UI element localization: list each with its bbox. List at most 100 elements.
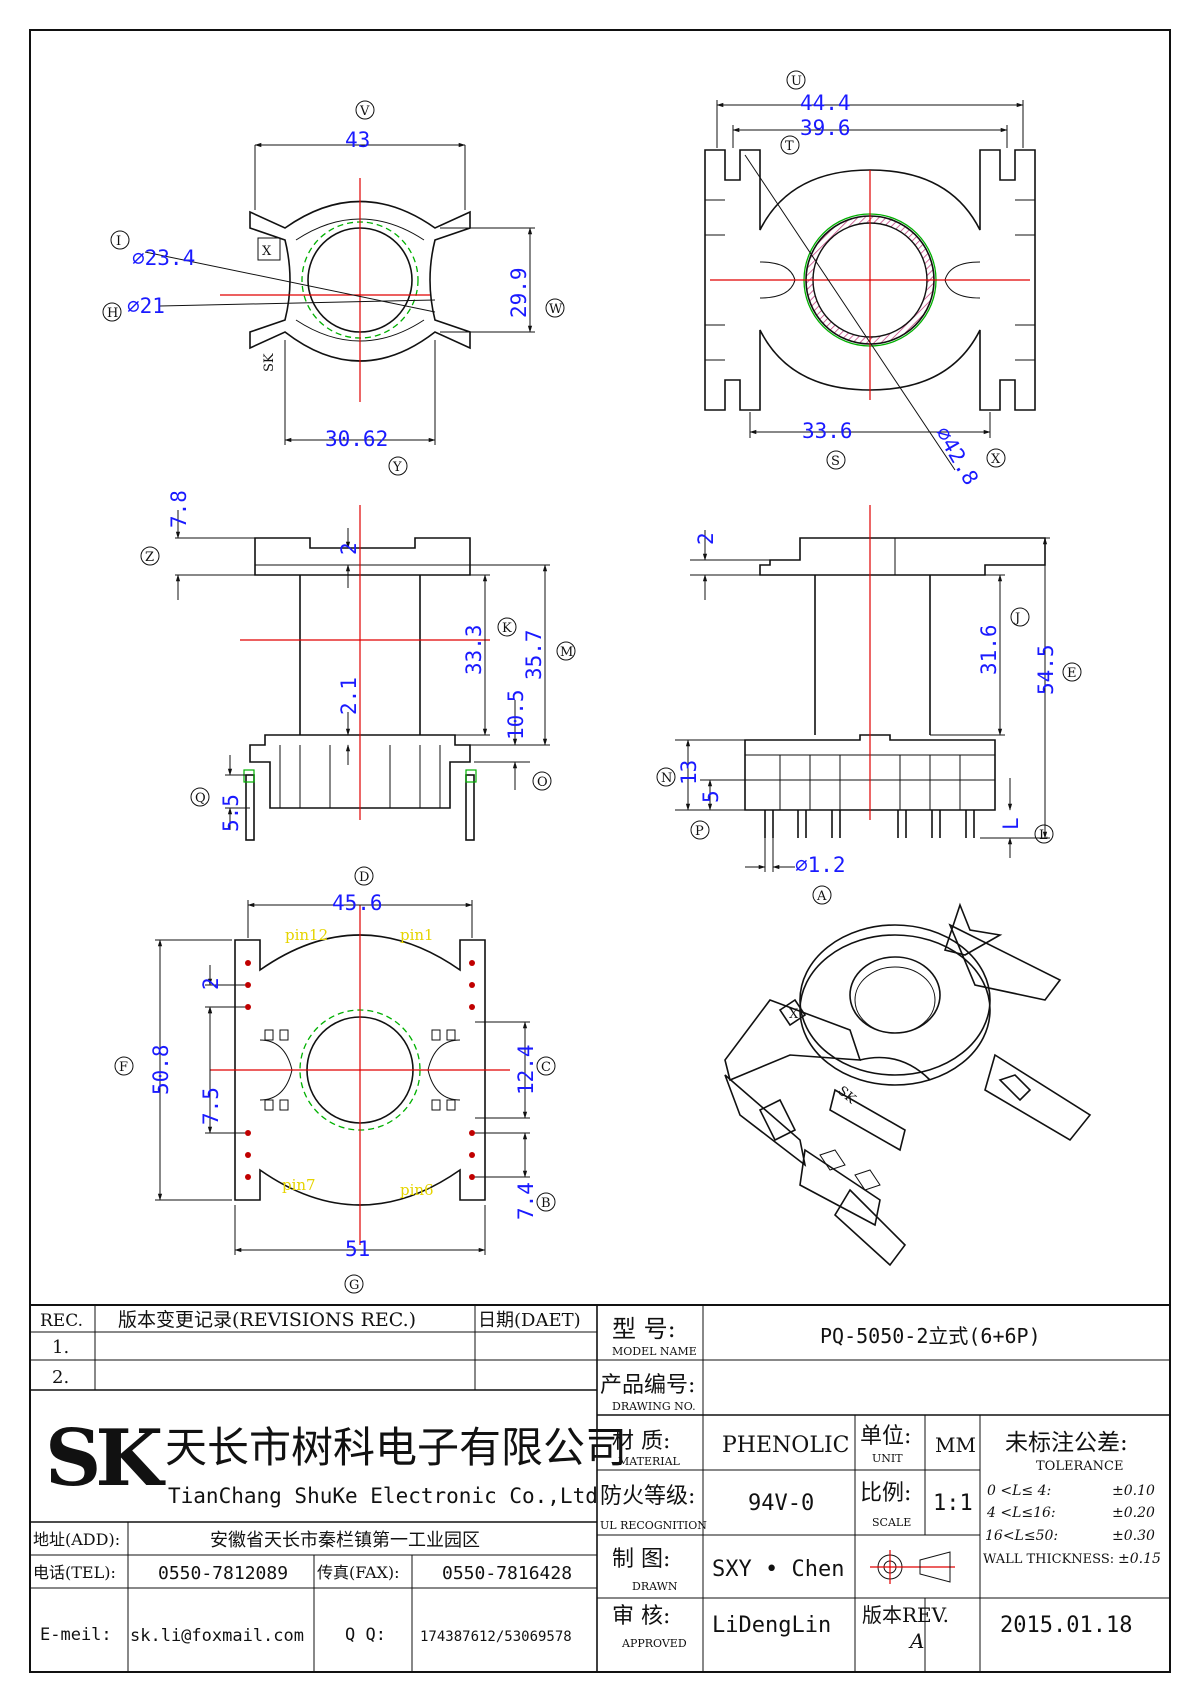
marker-j: J [1013, 611, 1020, 626]
dim-2-pitch: 2 [199, 977, 223, 990]
marker-x: X [991, 452, 1001, 467]
dim-35-7: 35.7 [522, 629, 546, 680]
model-label-cn: 型 号: [612, 1315, 676, 1343]
material-label-cn: 材 质: [612, 1429, 670, 1454]
tel-label: 电话(TEL): [33, 1563, 116, 1582]
marker-c: C [541, 1060, 551, 1075]
drawn-label-cn: 制 图: [612, 1547, 670, 1572]
marker-y: Y [392, 460, 402, 475]
scale-label-en: SCALE [872, 1516, 911, 1529]
dim-10-5: 10.5 [504, 689, 528, 740]
dim-5-5: 5.5 [219, 794, 243, 832]
projection-symbol-icon [870, 1550, 955, 1584]
top-view-right: 44.4 U 39.6 T 33.6 S ⌀42.8 X [704, 70, 1036, 490]
dim-2-1: 2.1 [337, 677, 361, 715]
pin12-label: pin12 [285, 926, 328, 944]
svg-text:SK: SK [45, 1413, 166, 1504]
dim-7-5: 7.5 [199, 1087, 223, 1125]
pin1-label: pin1 [400, 926, 434, 944]
company-name-cn: 天长市树科电子有限公司 [165, 1423, 627, 1472]
dim-7-8: 7.8 [167, 490, 191, 528]
dim-30-62: 30.62 [325, 427, 388, 451]
material-value: PHENOLIC [722, 1433, 849, 1458]
dim-7-4: 7.4 [514, 1182, 538, 1220]
marker-s: S [831, 454, 840, 469]
drawing-label-en: DRAWING NO. [612, 1400, 696, 1413]
tol-value-2: ±0.20 [1112, 1505, 1155, 1521]
company-name-en: TianChang ShuKe Electronic Co.,Ltd [168, 1484, 598, 1508]
tol-value-4: ±0.15 [1118, 1551, 1161, 1567]
dim-2-flange: 2 [337, 542, 361, 555]
marker-e: E [1067, 666, 1077, 681]
dim-12-4: 12.4 [514, 1044, 538, 1095]
marker-d: D [359, 870, 369, 885]
fire-label-en: UL RECOGNITION [600, 1519, 707, 1532]
tol-value-1: ±0.10 [1112, 1483, 1155, 1499]
fax-label: 传真(FAX): [317, 1563, 400, 1582]
dim-51: 51 [345, 1237, 370, 1261]
dim-5: 5 [699, 790, 723, 803]
tol-range-1: 0 <L≤ 4: [987, 1483, 1051, 1499]
marker-q: Q [195, 791, 206, 806]
marker-t: T [785, 139, 794, 154]
dim-39-6: 39.6 [800, 116, 851, 140]
isometric-view: X SK [724, 902, 1092, 1267]
dim-33-3: 33.3 [462, 624, 486, 675]
dim-d42-8: ⌀42.8 [931, 423, 983, 490]
marker-a: A [816, 889, 827, 904]
marker-g: G [349, 1278, 359, 1293]
approved-value: LiDengLin [712, 1613, 831, 1638]
scale-label-cn: 比例: [860, 1481, 911, 1506]
marker-n: N [661, 771, 672, 786]
fire-label-cn: 防火等级: [600, 1484, 695, 1509]
marker-b: B [541, 1196, 551, 1211]
dim-d23-4: ⌀23.4 [132, 246, 195, 270]
front-view-left: 7.8 Z 2 2.1 33.3 K 35.7 M 10.5 O 5.5 Q [140, 490, 576, 841]
pin-holes [245, 960, 475, 1180]
marker-o: O [537, 775, 548, 790]
dim-d21: ⌀21 [127, 294, 165, 318]
dim-44-4: 44.4 [800, 91, 851, 115]
marker-f: F [119, 1060, 128, 1075]
email-value: sk.li@foxmail.com [130, 1626, 304, 1646]
unit-label-cn: 单位: [860, 1424, 911, 1449]
unit-label-en: UNIT [872, 1452, 903, 1465]
marker-i: I [116, 234, 121, 249]
rev-header-date: 日期(DAET) [478, 1310, 581, 1331]
fax-value: 0550-7816428 [442, 1563, 572, 1584]
email-label: E-meil: [40, 1625, 112, 1645]
iso-mark-x: X [789, 1007, 799, 1022]
tel-value: 0550-7812089 [158, 1563, 288, 1584]
drawing-label-cn: 产品编号: [600, 1373, 695, 1398]
material-label-en: MATERIAL [618, 1455, 681, 1468]
address-value: 安徽省天长市秦栏镇第一工业园区 [210, 1530, 480, 1551]
dim-31-6: 31.6 [977, 624, 1001, 675]
marker-h: H [107, 306, 118, 321]
marker-l: L [1039, 828, 1048, 843]
iso-mark-sk: SK [834, 1084, 858, 1108]
dim-50-8: 50.8 [149, 1044, 173, 1095]
mark-sk: SK [262, 353, 277, 372]
rev-value: A [908, 1629, 924, 1653]
marker-p: P [695, 824, 704, 839]
drawn-label-en: DRAWN [632, 1580, 678, 1593]
bottom-view: pin12 pin1 pin7 pin6 45.6 D 51 G 50.8 F … [114, 866, 556, 1294]
scale-value: 1:1 [933, 1491, 973, 1516]
tol-range-3: 16<L≤50: [985, 1528, 1058, 1544]
tolerance-label-cn: 未标注公差: [1005, 1430, 1128, 1456]
approved-label-cn: 审 核: [612, 1604, 670, 1629]
rev-row-2: 2. [52, 1367, 69, 1388]
dim-d1-2: ⌀1.2 [795, 853, 846, 877]
model-value: PQ-5050-2立式(6+6P) [820, 1324, 1041, 1348]
dim-2-top: 2 [694, 532, 718, 545]
model-label-en: MODEL NAME [612, 1345, 697, 1358]
dim-29-9: 29.9 [507, 267, 531, 318]
qq-value: 174387612/53069578 [420, 1629, 572, 1645]
rev-row-1: 1. [52, 1337, 69, 1358]
address-label: 地址(ADD): [33, 1530, 120, 1549]
mark-x: X [262, 244, 272, 259]
marker-w: W [549, 302, 563, 317]
dim-43: 43 [345, 128, 370, 152]
tol-range-4: WALL THICKNESS: [983, 1552, 1114, 1567]
